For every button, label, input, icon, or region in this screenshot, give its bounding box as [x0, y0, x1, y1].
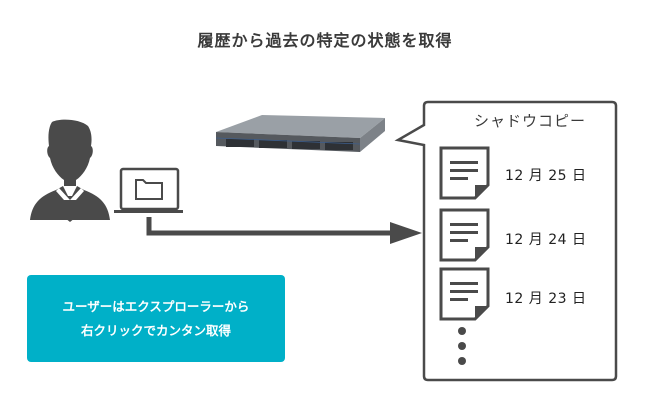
- document-icon: [439, 208, 490, 262]
- document-icon: [439, 146, 490, 200]
- diagram-title: 履歴から過去の特定の状態を取得: [197, 31, 453, 50]
- callout-label: シャドウコピー: [473, 112, 586, 130]
- snapshot-date: 12 月 23 日: [505, 291, 587, 307]
- nas-server-icon: [215, 115, 385, 152]
- connector-arrow: [146, 217, 422, 244]
- snapshot-date: 12 月 25 日: [505, 168, 587, 184]
- vertical-ellipsis-icon: [458, 327, 466, 365]
- user-icon: [30, 119, 110, 222]
- info-box: ユーザーはエクスプローラーから 右クリックでカンタン取得: [27, 275, 285, 362]
- info-line-2: 右クリックでカンタン取得: [80, 323, 231, 338]
- snapshot-date: 12 月 24 日: [505, 232, 587, 248]
- document-icon: [439, 267, 490, 321]
- laptop-folder-icon: [114, 167, 183, 213]
- info-line-1: ユーザーはエクスプローラーから: [62, 299, 250, 314]
